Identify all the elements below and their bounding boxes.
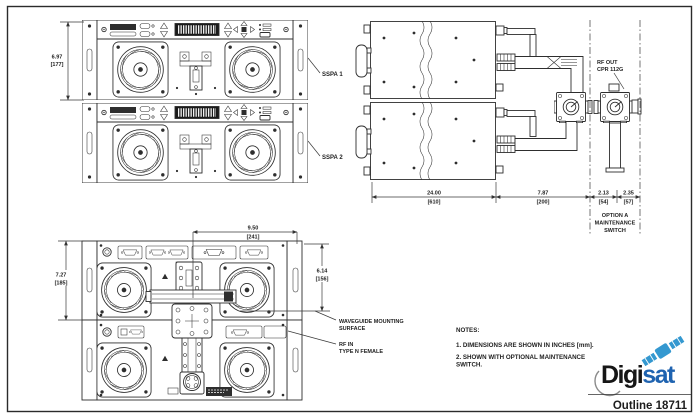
svg-text:SSPA 1: SSPA 1	[322, 72, 343, 78]
section-lines	[589, 20, 641, 236]
drawing-border	[6, 5, 693, 413]
sspa2-front	[82, 103, 308, 183]
rear-wg-dimension: 6.14 [156]	[240, 243, 334, 312]
svg-text:6.14: 6.14	[317, 269, 329, 275]
svg-text:[185]: [185]	[55, 281, 68, 287]
note-2-line2: SWITCH.	[456, 362, 482, 369]
rear-height-dimension: 7.27 [185]	[50, 240, 84, 321]
digisat-logo: Digisat	[594, 335, 685, 397]
note-2-line1: 2. SHOWN WITH OPTIONAL MAINTENANCE	[456, 354, 585, 361]
title-block: Digisat Outline 18711	[588, 335, 691, 412]
front-height-dimension: 6.97 [177]	[51, 21, 84, 101]
dim-213: 2.13	[598, 191, 609, 197]
rf-switch	[554, 92, 588, 123]
option-a-label: OPTION A MAINTENANCE SWITCH	[595, 213, 636, 234]
svg-text:[610]: [610]	[428, 200, 441, 206]
svg-text:WAVEGUIDE MOUNTING: WAVEGUIDE MOUNTING	[339, 319, 404, 325]
dim-235: 2.35	[623, 191, 634, 197]
svg-text:SSPA 2: SSPA 2	[322, 155, 343, 161]
dim-24: 24.00	[427, 191, 441, 197]
maintenance-switch	[598, 92, 632, 123]
svg-text:[57]: [57]	[624, 200, 634, 206]
svg-text:TYPE N FEMALE: TYPE N FEMALE	[339, 349, 383, 355]
waveguide-mounting-label: WAVEGUIDE MOUNTING SURFACE	[314, 310, 404, 332]
sspa2-label: SSPA 2	[307, 140, 343, 161]
svg-text:RF OUT: RF OUT	[597, 60, 618, 66]
rf-in-label: RF IN TYPE N FEMALE	[287, 330, 383, 355]
svg-text:RF IN: RF IN	[339, 342, 353, 348]
rear-view: 9.50 [241] 7.27 [185] 6.14 [156] WAVEGUI…	[50, 226, 404, 401]
sspa2-top	[370, 102, 496, 180]
waveguide-flange	[171, 303, 213, 339]
svg-text:[54]: [54]	[599, 200, 609, 206]
notes: NOTES: 1. DIMENSIONS ARE SHOWN IN INCHES…	[456, 327, 594, 369]
svg-text:7.27: 7.27	[56, 273, 67, 279]
front-dim-in: 6.97	[52, 55, 63, 61]
svg-text:MAINTENANCE: MAINTENANCE	[595, 221, 636, 227]
rear-width-dimension: 9.50 [241]	[192, 226, 298, 298]
dim-787: 7.87	[538, 191, 549, 197]
note-1: 1. DIMENSIONS ARE SHOWN IN INCHES [mm].	[456, 342, 594, 349]
top-view: RF OUT CPR 112G 24.00 [610] 7.87 [200] 2…	[355, 20, 642, 236]
svg-text:[241]: [241]	[247, 235, 260, 241]
svg-text:SWITCH: SWITCH	[604, 228, 626, 234]
handles	[355, 24, 372, 176]
sspa1-top	[370, 21, 496, 99]
svg-text:SURFACE: SURFACE	[339, 326, 366, 332]
svg-text:[156]: [156]	[316, 277, 329, 283]
svg-text:9.50: 9.50	[248, 226, 259, 232]
svg-text:OPTION A: OPTION A	[602, 213, 628, 219]
front-dim-mm: [177]	[51, 62, 64, 68]
logo-text: Digisat	[601, 361, 676, 389]
svg-text:[200]: [200]	[537, 200, 550, 206]
notes-title: NOTES:	[456, 327, 479, 334]
sspa1-front	[82, 20, 308, 100]
svg-text:CPR 112G: CPR 112G	[597, 67, 623, 73]
top-view-dimensions: 24.00 [610] 7.87 [200] 2.13 [54] 2.35 [5…	[371, 182, 641, 206]
outline-number: Outline 18711	[613, 400, 688, 412]
sspa1-label: SSPA 1	[307, 57, 343, 78]
satellite-icon	[641, 335, 685, 367]
front-view: 6.97 [177] SSPA 1 SSPA 2	[51, 20, 343, 183]
rf-out-label: RF OUT CPR 112G	[597, 60, 625, 90]
